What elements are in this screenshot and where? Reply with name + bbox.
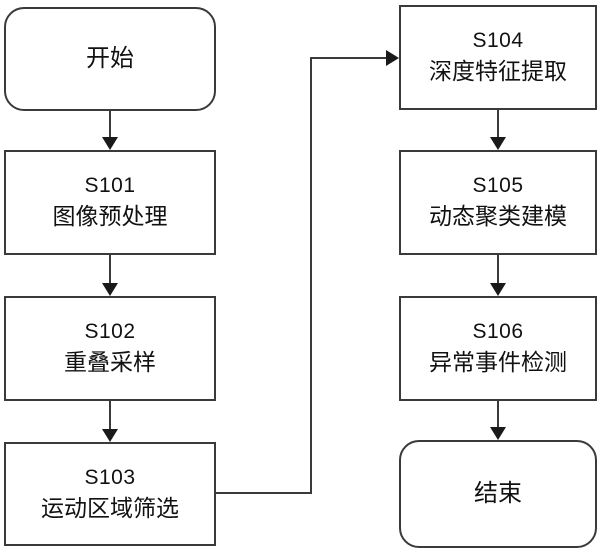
edge-s103-s104-seg-up [310,57,312,493]
node-s103-label: 运动区域筛选 [41,494,179,521]
node-s105-label: 动态聚类建模 [429,203,567,230]
node-s104[interactable]: S104 深度特征提取 [399,5,597,110]
edge-s104-s105-arrow [490,137,506,150]
edge-s103-s104-arrow [386,50,399,66]
edge-s102-s103-arrow [102,429,118,442]
node-s101-label: 图像预处理 [52,203,168,230]
node-s106[interactable]: S106 异常事件检测 [399,296,597,401]
node-s104-label: 深度特征提取 [429,58,567,85]
edge-s105-s106-arrow [490,283,506,296]
edge-s103-s104-seg-right [216,492,312,494]
edge-s103-s104-seg-into [310,57,388,59]
node-s101[interactable]: S101 图像预处理 [4,150,216,255]
node-s102[interactable]: S102 重叠采样 [4,296,216,401]
node-end-label: 结束 [474,479,522,507]
edge-start-s101-line [109,111,111,141]
edge-s101-s102-line [109,255,111,284]
node-s104-id: S104 [472,29,524,53]
node-s103[interactable]: S103 运动区域筛选 [4,442,216,546]
edge-s106-end-line [497,401,499,428]
edge-s106-end-arrow [490,427,506,440]
node-start-label: 开始 [86,44,134,72]
node-s102-label: 重叠采样 [64,349,156,376]
node-s105-id: S105 [472,174,524,198]
edge-start-s101-arrow [102,137,118,150]
edge-s102-s103-line [109,401,111,430]
edge-s101-s102-arrow [102,283,118,296]
edge-s104-s105-line [497,110,499,141]
node-s101-id: S101 [84,174,136,198]
node-s105[interactable]: S105 动态聚类建模 [399,150,597,255]
node-s102-id: S102 [84,320,136,344]
edge-s105-s106-line [497,255,499,284]
node-end[interactable]: 结束 [399,440,597,548]
node-s106-label: 异常事件检测 [429,349,567,376]
node-s106-id: S106 [472,320,524,344]
node-s103-id: S103 [84,465,136,489]
node-start[interactable]: 开始 [4,7,216,111]
